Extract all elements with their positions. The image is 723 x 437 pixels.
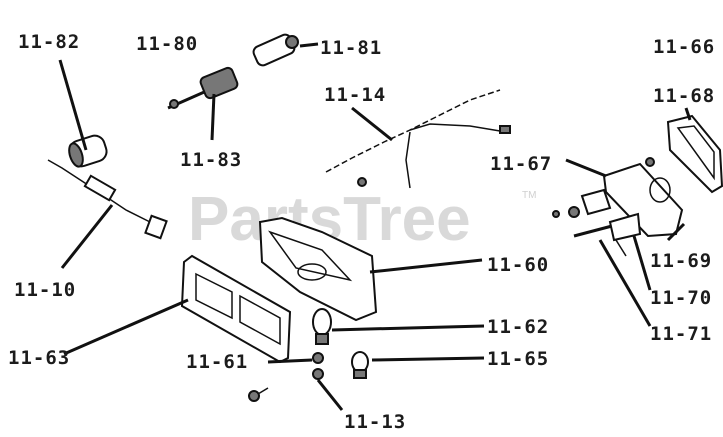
- part-11-82-socket[interactable]: [67, 133, 110, 169]
- part-11-62-bulb[interactable]: [312, 308, 332, 345]
- watermark-trademark: TM: [522, 190, 536, 201]
- part-11-70-bracket[interactable]: [552, 188, 612, 218]
- callout-11-63: 11-63: [8, 347, 70, 369]
- callout-11-67: 11-67: [490, 153, 552, 175]
- leader-11-83: [210, 93, 216, 141]
- part-11-81-bulb-socket[interactable]: [252, 33, 299, 68]
- callout-11-60: 11-60: [487, 254, 549, 276]
- callout-11-69: 11-69: [650, 250, 712, 272]
- leader-11-62: [331, 324, 485, 332]
- leader-11-70: [632, 235, 652, 291]
- leader-11-81: [299, 42, 319, 48]
- callout-11-81: 11-81: [320, 37, 382, 59]
- callout-11-71: 11-71: [650, 323, 712, 345]
- part-11-60-lamp-housing[interactable]: [258, 216, 378, 322]
- leader-11-13: [316, 379, 344, 411]
- leader-11-67: [565, 158, 607, 178]
- callout-11-62: 11-62: [487, 316, 549, 338]
- leader-11-10: [60, 204, 114, 269]
- callout-11-70: 11-70: [650, 287, 712, 309]
- callout-11-14: 11-14: [324, 84, 386, 106]
- leader-11-14: [351, 106, 393, 142]
- part-11-63-lens[interactable]: [180, 254, 292, 364]
- leader-11-63: [63, 298, 189, 356]
- part-11-65-socket[interactable]: [351, 351, 369, 379]
- leader-11-60: [369, 258, 483, 274]
- part-11-71-bulb-socket[interactable]: [573, 212, 642, 257]
- callout-11-83: 11-83: [180, 149, 242, 171]
- leader-11-69: [666, 222, 686, 242]
- callout-11-80: 11-80: [136, 33, 198, 55]
- leader-11-61: [267, 358, 313, 364]
- part-11-61-screw[interactable]: [248, 352, 324, 402]
- callout-11-82: 11-82: [18, 31, 80, 53]
- callout-11-61: 11-61: [186, 351, 248, 373]
- leader-11-65: [371, 356, 485, 362]
- callout-11-66: 11-66: [653, 36, 715, 58]
- part-11-80-socket-assembly[interactable]: [167, 66, 239, 110]
- callout-11-13: 11-13: [344, 411, 406, 433]
- part-11-13-washer[interactable]: [312, 368, 324, 380]
- part-11-68-lens[interactable]: [666, 114, 723, 194]
- leader-11-71: [598, 239, 652, 327]
- leader-11-68: [684, 107, 692, 121]
- part-11-10-wire-harness[interactable]: [47, 159, 168, 240]
- callout-11-65: 11-65: [487, 348, 549, 370]
- leader-11-82: [58, 59, 88, 151]
- part-11-14-wire-harness[interactable]: [325, 89, 511, 189]
- callout-11-68: 11-68: [653, 85, 715, 107]
- callout-11-10: 11-10: [14, 279, 76, 301]
